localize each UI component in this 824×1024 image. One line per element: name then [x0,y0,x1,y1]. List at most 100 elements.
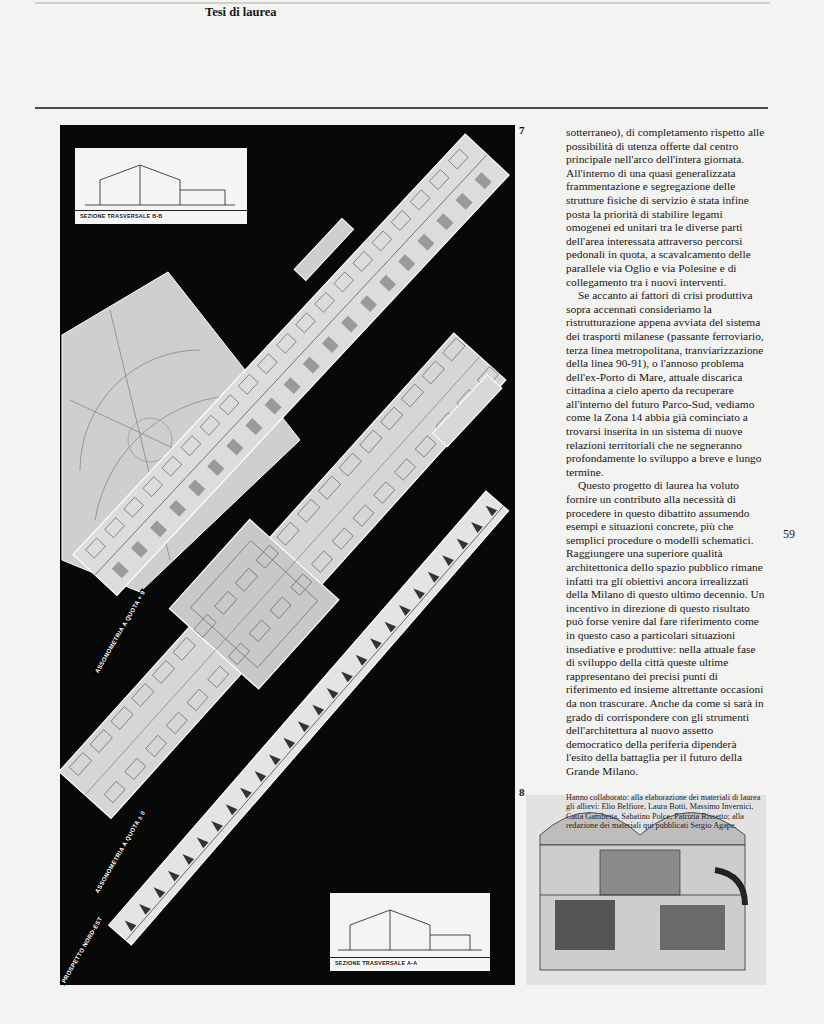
strip-body [109,491,509,945]
section-label: SEZIONE TRASVERSALE B-B [79,213,164,219]
tree-mark [252,768,266,782]
window-mark [146,735,167,756]
bay-mark [303,357,320,374]
bay-mark [265,398,282,415]
detail-mark [132,683,188,736]
header-rule [35,107,768,108]
detail-mark [151,884,165,898]
detail-mark [339,668,353,682]
window-mark [124,497,144,517]
window-mark [277,522,299,545]
detail-mark [194,834,208,848]
tree-mark [266,751,280,765]
window-mark [86,538,106,558]
bay-mark [245,418,262,435]
detail-mark [173,637,229,690]
detail-mark [454,536,468,550]
detail-mark [152,660,208,713]
section-label: SEZIONE TRASVERSALE A-A [334,960,418,966]
shaded-volume [660,905,725,950]
window-mark [208,666,229,687]
detail-mark [315,292,360,335]
tree-mark [122,917,136,931]
tree-mark [468,519,482,533]
bay-mark [169,500,186,517]
ground-line [126,506,503,940]
window-mark [312,551,333,572]
tree-mark [411,585,425,599]
ramp-curve [715,870,745,905]
window-mark [372,231,392,251]
window-mark [448,149,468,169]
window-mark [132,684,154,707]
top-rule [35,3,770,4]
window-mark [215,591,237,614]
window-mark [277,333,297,353]
shaded-volume [555,900,615,950]
window-mark [410,190,430,210]
tree-mark [382,619,396,633]
bay-mark [341,316,358,333]
tree-mark [165,868,179,882]
detail-mark [281,735,295,749]
bay-mark [379,275,396,292]
central-core [600,850,680,895]
window-mark [166,712,187,733]
window-mark [298,499,320,522]
tree-mark [136,901,150,915]
tree-mark [151,884,165,898]
detail-mark [298,498,354,551]
window-mark [353,505,374,526]
detail-mark [296,313,341,356]
detail-mark [122,917,136,931]
detail-mark [448,149,493,192]
body-paragraph: sotterraneo), di completamento rispetto … [566,126,766,289]
tree-mark [440,552,454,566]
section-drawing [338,910,482,950]
detail-mark [429,170,474,213]
section-inset [330,893,490,971]
detail-mark [90,729,146,782]
fragment-block [433,375,502,447]
window-mark [353,251,373,271]
tree-mark [425,569,439,583]
bay-mark [150,520,167,537]
tree-mark [281,735,295,749]
window-mark [173,637,195,660]
window-mark [187,689,208,710]
detail-mark [277,333,322,376]
tree-mark [223,801,237,815]
tree-mark [339,668,353,682]
detail-mark [219,395,264,438]
window-mark [143,477,163,497]
figure-number: 8 [519,786,525,798]
detail-mark [410,190,455,233]
detail-mark [111,706,167,759]
bay-mark [188,480,205,497]
tree-mark [454,536,468,550]
detail-mark [252,768,266,782]
body-paragraph: Questo progetto di laurea ha voluto forn… [566,479,766,778]
figure-7-ground [60,125,515,985]
detail-mark [238,374,283,417]
north-east-elevation [109,491,509,945]
detail-mark [105,518,150,561]
credits-note: Hanno collaborato: alla elaborazione dei… [566,793,766,831]
window-mark [257,354,277,374]
window-mark [90,730,112,753]
tree-mark [209,818,223,832]
detail-mark [353,251,398,294]
detail-mark [237,785,251,799]
window-mark [104,781,125,802]
bay-mark [322,336,339,353]
detail-mark [367,635,381,649]
detail-mark [396,602,410,616]
plaza-inner [191,541,318,668]
fragment-block [294,218,353,280]
bay-mark [398,254,415,271]
window-mark [395,459,416,480]
detail-mark [324,685,338,699]
window-mark [229,643,250,664]
detail-mark [266,751,280,765]
